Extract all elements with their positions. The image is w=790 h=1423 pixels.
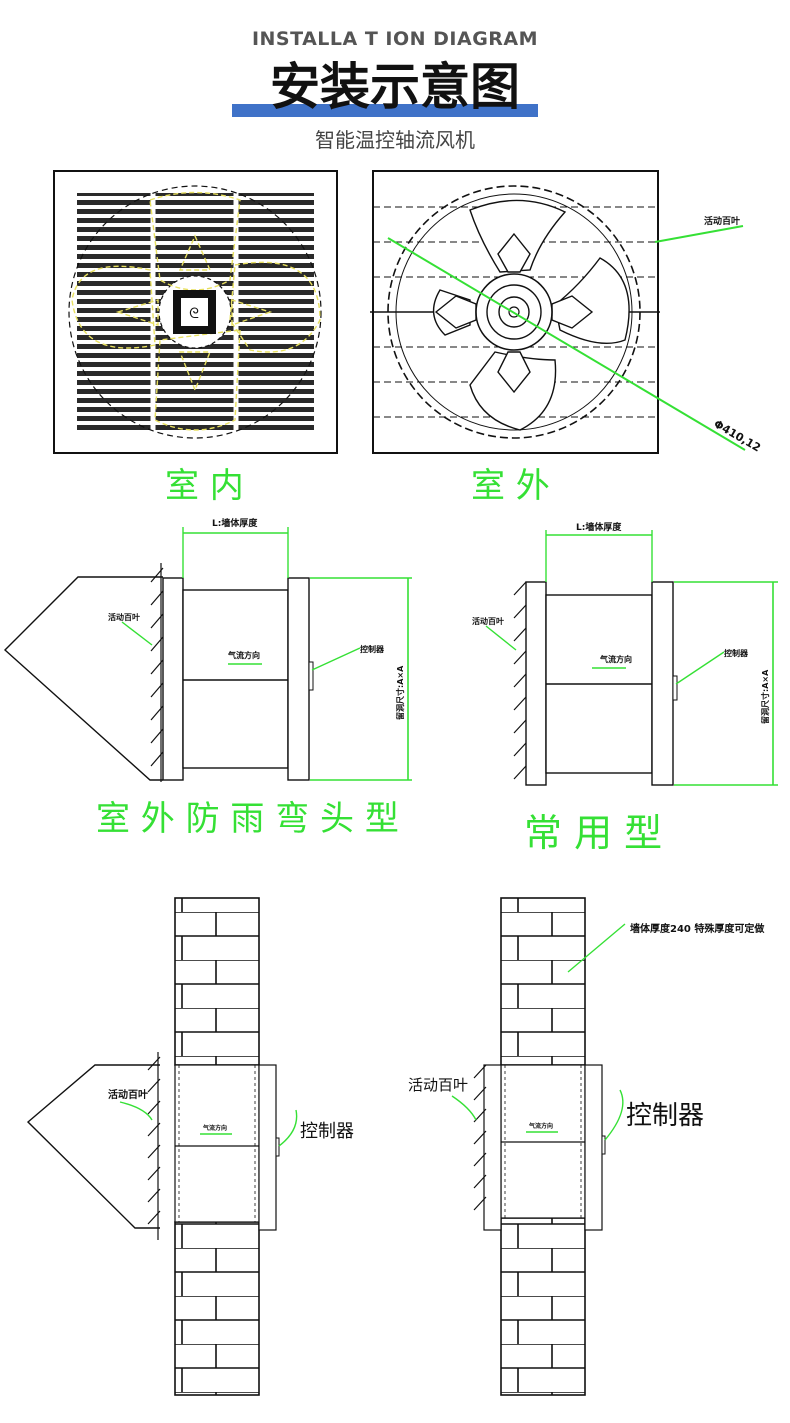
- louver-label: 活动百叶: [108, 612, 140, 622]
- side-view-rain-hood: L:墙体厚度 留洞尺寸:A×A 活动百叶 气流方向 控制器: [3, 517, 412, 782]
- wall-thickness-label-2: L:墙体厚度: [576, 521, 622, 533]
- outdoor-label: 室 外: [471, 466, 550, 506]
- indoor-panel: ᘓ: [53, 170, 338, 454]
- wall-thickness-label: L:墙体厚度: [212, 517, 258, 529]
- outdoor-panel: 活动百叶 Φ410,12: [370, 170, 763, 455]
- wall-airflow-label-2: 气流方向: [528, 1122, 553, 1130]
- indoor-label: 室 内: [165, 466, 244, 506]
- svg-text:ᘓ: ᘓ: [189, 306, 199, 322]
- controller-label: 控制器: [360, 644, 385, 654]
- subtitle: 智能温控轴流风机: [315, 128, 475, 152]
- airflow-label: 气流方向: [227, 650, 260, 660]
- wall-controller-label-2: 控制器: [626, 1101, 704, 1131]
- opening-size-label-2: 留洞尺寸:A×A: [760, 669, 770, 724]
- louver-label-2: 活动百叶: [472, 616, 504, 626]
- outdoor-louver-label: 活动百叶: [704, 215, 740, 227]
- wall-view-standard: 活动百叶 气流方向 控制器 墙体厚度240 特殊厚度可定做: [408, 897, 765, 1396]
- impeller-outline: [71, 191, 321, 431]
- rain-hood-type-label: 室 外 防 雨 弯 头 型: [96, 799, 399, 839]
- wall-airflow-label: 气流方向: [202, 1124, 227, 1132]
- wall-louver-label: 活动百叶: [108, 1088, 148, 1101]
- english-title: INSTALLA T ION DIAGRAM: [251, 28, 539, 50]
- opening-size-label: 留洞尺寸:A×A: [395, 665, 405, 720]
- header: INSTALLA T ION DIAGRAM 安装示意图 智能温控轴流风机: [0, 0, 790, 160]
- chinese-title: 安装示意图: [270, 58, 520, 116]
- diameter-label: Φ410,12: [712, 417, 763, 454]
- wall-note: 墙体厚度240 特殊厚度可定做: [630, 922, 765, 935]
- standard-type-label: 常 用 型: [524, 811, 662, 855]
- wall-controller-label: 控制器: [300, 1121, 354, 1142]
- airflow-label-2: 气流方向: [599, 654, 632, 664]
- wall-louver-label-2: 活动百叶: [408, 1076, 468, 1094]
- wall-view-rain-hood: 活动百叶 气流方向 控制器: [26, 897, 354, 1396]
- side-view-standard: L:墙体厚度 留洞尺寸:A×A 活动百叶 气流方向 控制器: [472, 521, 778, 786]
- controller-label-2: 控制器: [724, 648, 749, 658]
- title-underline-bar: [232, 104, 538, 117]
- fan-blades: [432, 199, 630, 431]
